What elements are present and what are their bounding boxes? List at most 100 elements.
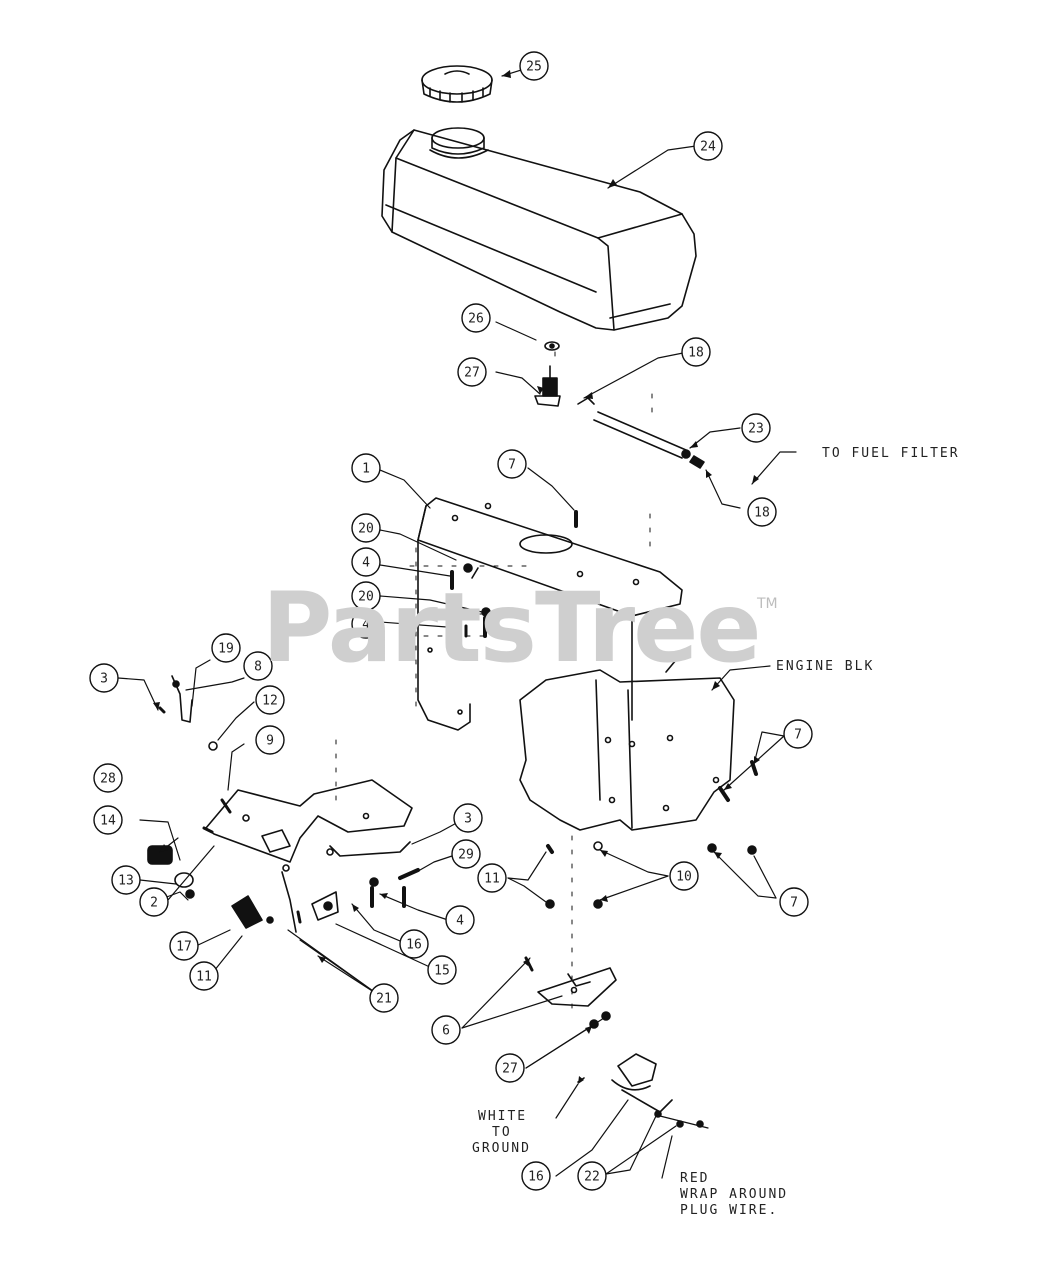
callout-circle bbox=[741, 413, 771, 443]
callout-circle bbox=[681, 337, 711, 367]
callout-number: 15 bbox=[434, 964, 450, 979]
callout-part-19: 19 bbox=[211, 633, 241, 663]
callout-circle bbox=[351, 547, 381, 577]
note-engine-block: ENGINE BLK bbox=[776, 659, 874, 674]
callout-circle bbox=[351, 609, 381, 639]
callout-number: 16 bbox=[528, 1170, 544, 1185]
ignition-module bbox=[577, 1011, 704, 1128]
assembly-guides bbox=[335, 351, 653, 1011]
callout-circle bbox=[451, 839, 481, 869]
callout-number: 22 bbox=[584, 1170, 600, 1185]
callout-part-7b: 7 bbox=[783, 719, 813, 749]
callout-circle bbox=[783, 719, 813, 749]
callout-part-11a: 11 bbox=[189, 961, 219, 991]
callout-part-21: 21 bbox=[369, 983, 399, 1013]
callout-number: 16 bbox=[406, 938, 422, 953]
callout-circle bbox=[519, 51, 549, 81]
callout-number: 25 bbox=[526, 60, 542, 75]
diagram-notes: TO FUEL FILTER ENGINE BLK WHITE TO GROUN… bbox=[472, 446, 960, 1218]
callout-circle bbox=[477, 863, 507, 893]
callout-circle bbox=[453, 803, 483, 833]
note-white-line-1: WHITE bbox=[478, 1109, 527, 1124]
partstree-watermark: PartsTree bbox=[262, 572, 761, 684]
callout-part-11b: 11 bbox=[477, 863, 507, 893]
note-white-line-2: TO bbox=[492, 1125, 512, 1140]
callout-hose: 23 bbox=[741, 413, 771, 443]
callout-circle bbox=[521, 1161, 551, 1191]
callout-number: 28 bbox=[100, 772, 116, 787]
callout-circle bbox=[427, 955, 457, 985]
callout-part-16a: 16 bbox=[399, 929, 429, 959]
callout-circle bbox=[351, 513, 381, 543]
note-white-line-3: GROUND bbox=[472, 1141, 531, 1156]
callout-number: 20 bbox=[358, 522, 374, 537]
callout-circle bbox=[747, 497, 777, 527]
fuel-hose bbox=[593, 411, 705, 469]
callout-number: 20 bbox=[358, 590, 374, 605]
callout-circle bbox=[693, 131, 723, 161]
callout-part-22: 22 bbox=[577, 1161, 607, 1191]
callout-part-17: 17 bbox=[169, 931, 199, 961]
callout-number: 27 bbox=[464, 366, 480, 381]
callout-circle bbox=[189, 961, 219, 991]
callout-number: 7 bbox=[794, 728, 802, 743]
callout-number: 21 bbox=[376, 992, 392, 1007]
callout-number: 7 bbox=[790, 896, 798, 911]
callout-circle bbox=[577, 1161, 607, 1191]
callout-tank: 24 bbox=[693, 131, 723, 161]
callout-number: 11 bbox=[196, 970, 212, 985]
callout-number: 3 bbox=[464, 812, 472, 827]
callout-number: 27 bbox=[502, 1062, 518, 1077]
callout-number: 19 bbox=[218, 642, 234, 657]
note-to-fuel-filter: TO FUEL FILTER bbox=[822, 446, 960, 461]
callout-number: 8 bbox=[254, 660, 262, 675]
callout-part-28: 28 bbox=[93, 763, 123, 793]
callout-number: 4 bbox=[362, 556, 370, 571]
callout-screw-a: 4 bbox=[351, 547, 381, 577]
callout-part-14: 14 bbox=[93, 805, 123, 835]
leader-lines bbox=[117, 65, 797, 1179]
throttle-plate bbox=[205, 779, 413, 863]
callout-part-2: 2 bbox=[139, 887, 169, 917]
callout-circle bbox=[255, 685, 285, 715]
callout-cap: 25 bbox=[519, 51, 549, 81]
callout-circle bbox=[93, 805, 123, 835]
callout-valve: 27 bbox=[457, 357, 487, 387]
callout-circle bbox=[669, 861, 699, 891]
callout-number: 9 bbox=[266, 734, 274, 749]
callout-circle bbox=[89, 663, 119, 693]
callout-circle bbox=[351, 453, 381, 483]
tank-gasket bbox=[544, 341, 560, 351]
shutoff-valve bbox=[534, 365, 595, 407]
callout-part-12: 12 bbox=[255, 685, 285, 715]
callout-number: 11 bbox=[484, 872, 500, 887]
callout-part-27b: 27 bbox=[495, 1053, 525, 1083]
callout-gasket: 26 bbox=[461, 303, 491, 333]
callout-circle bbox=[779, 887, 809, 917]
fuel-cap bbox=[421, 65, 493, 103]
callout-part-15: 15 bbox=[427, 955, 457, 985]
callout-lever-3: 3 bbox=[89, 663, 119, 693]
callout-circle bbox=[445, 905, 475, 935]
callout-number: 2 bbox=[150, 896, 158, 911]
callout-number: 23 bbox=[748, 422, 764, 437]
callout-part-4c: 4 bbox=[445, 905, 475, 935]
callout-washer-a: 20 bbox=[351, 513, 381, 543]
callout-part-13: 13 bbox=[111, 865, 141, 895]
throttle-hardware bbox=[147, 675, 758, 933]
callout-number: 6 bbox=[442, 1024, 450, 1039]
callout-screw-b: 4 bbox=[351, 609, 381, 639]
callout-part-6: 6 bbox=[431, 1015, 461, 1045]
fuel-tank bbox=[381, 127, 697, 331]
callout-circle bbox=[461, 303, 491, 333]
callout-part-8: 8 bbox=[243, 651, 273, 681]
callout-bracket: 1 bbox=[351, 453, 381, 483]
callout-circle bbox=[243, 651, 273, 681]
note-red-line-1: RED bbox=[680, 1171, 709, 1186]
callout-number: 17 bbox=[176, 940, 192, 955]
note-red-line-2: WRAP AROUND bbox=[680, 1187, 788, 1202]
callout-circle bbox=[495, 1053, 525, 1083]
callout-washer-b: 20 bbox=[351, 581, 381, 611]
